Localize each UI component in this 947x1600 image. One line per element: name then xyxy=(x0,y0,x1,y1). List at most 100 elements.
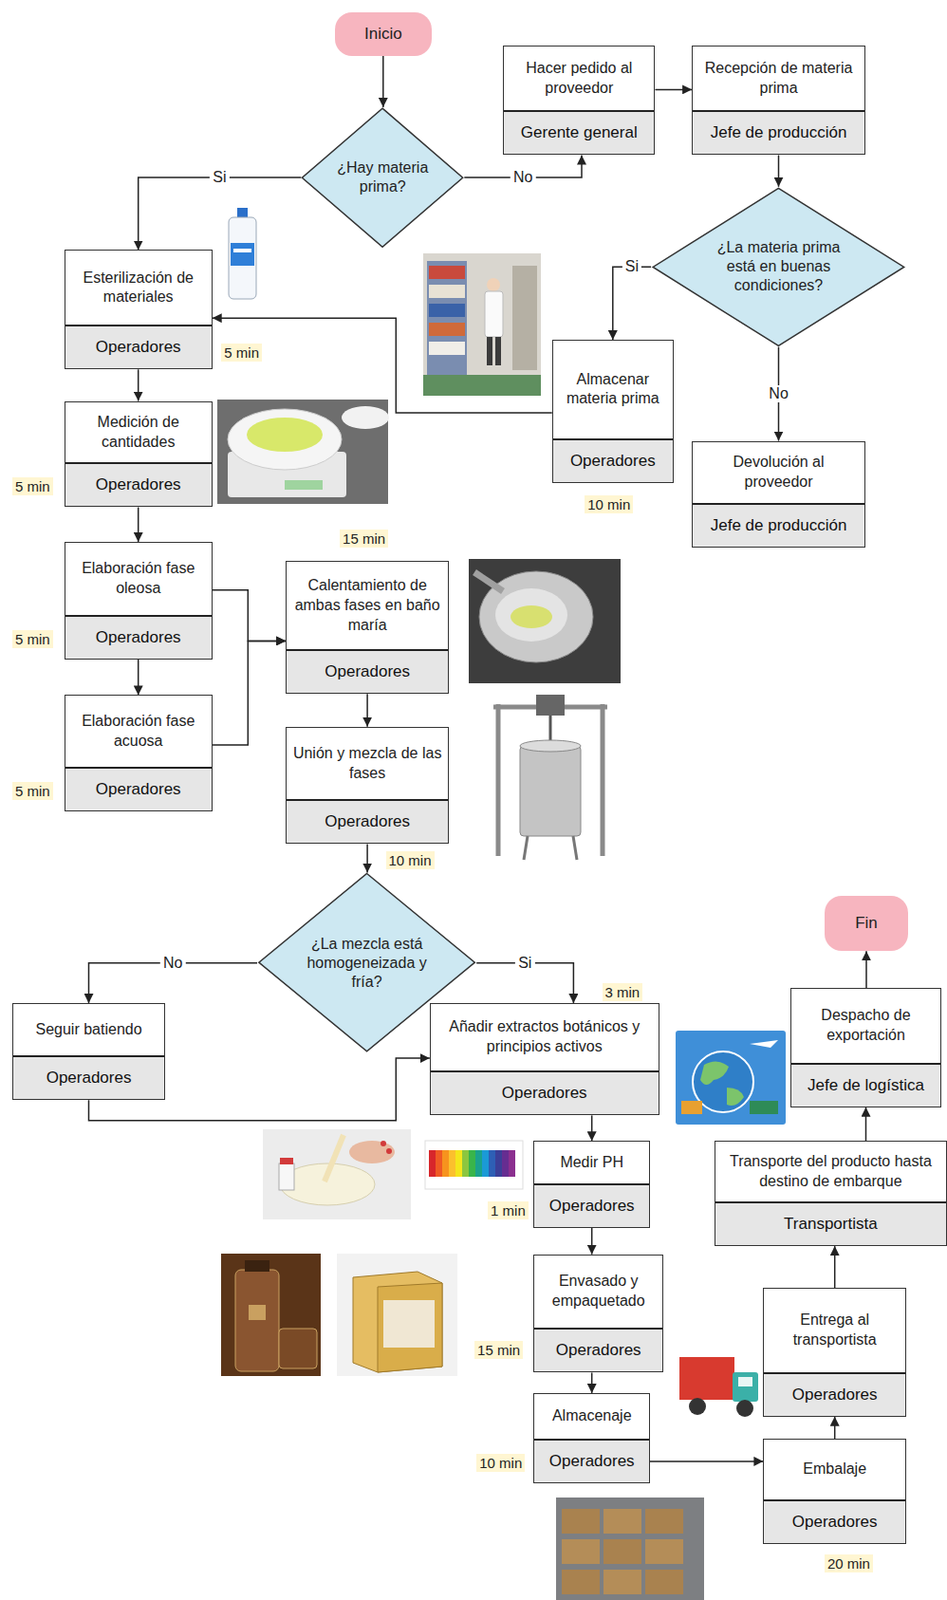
water-bath-photo xyxy=(474,572,503,592)
process-label: Entrega al transportista xyxy=(763,1288,906,1375)
mixer-machine xyxy=(600,704,606,856)
role-label: Gerente general xyxy=(503,111,654,154)
truck-icon xyxy=(679,1356,735,1400)
process-box: Seguir batiendoOperadores xyxy=(12,1002,166,1100)
role-label: Operadores xyxy=(763,1374,906,1416)
mixer-machine xyxy=(493,694,608,860)
sanitizer-bottle xyxy=(228,207,257,299)
storage-photo xyxy=(423,374,541,396)
product-photo xyxy=(221,1253,458,1376)
globe-transport-icon xyxy=(675,1030,786,1125)
mixer-machine xyxy=(519,740,581,752)
time-label: 5 min xyxy=(12,630,54,649)
time-label: 20 min xyxy=(824,1554,873,1573)
ph-scale-chart xyxy=(495,1150,502,1177)
role-label: Jefe de producción xyxy=(692,111,865,154)
process-label: Despacho de exportación xyxy=(791,988,940,1065)
role-label: Operadores xyxy=(65,616,212,659)
process-label: Esterilización de materiales xyxy=(65,250,212,327)
process-box: Elaboración fase oleosaOperadores xyxy=(64,541,213,660)
mixing-photo xyxy=(262,1129,411,1220)
process-label: Seguir batiendo xyxy=(13,1003,165,1058)
storage-photo xyxy=(427,260,467,377)
product-photo xyxy=(278,1328,317,1369)
process-label: Elaboración fase acuosa xyxy=(65,695,212,769)
mixing-photo xyxy=(324,1134,344,1182)
mixing-photo xyxy=(380,1140,387,1147)
process-label: Almacenaje xyxy=(534,1393,650,1441)
time-label: 5 min xyxy=(221,343,262,362)
scale-photo xyxy=(284,480,323,490)
role-label: Operadores xyxy=(763,1501,906,1543)
ph-scale-chart xyxy=(448,1150,456,1177)
role-label: Operadores xyxy=(534,1440,650,1483)
warehouse-photo xyxy=(556,1497,705,1600)
process-box: Transporte del producto hasta destino de… xyxy=(714,1140,947,1246)
connector xyxy=(834,1245,836,1288)
role-label: Operadores xyxy=(534,1185,650,1227)
sanitizer-bottle xyxy=(230,242,255,266)
warehouse-photo xyxy=(556,1497,705,1600)
terminal-box: Fin xyxy=(824,895,909,951)
globe-transport-icon xyxy=(681,1100,703,1115)
process-box: Calentamiento de ambas fases en baño mar… xyxy=(285,560,449,694)
role-label: Operadores xyxy=(534,1329,663,1372)
terminal-box: Inicio xyxy=(334,12,432,56)
time-label: 1 min xyxy=(487,1201,529,1220)
connector xyxy=(612,266,651,340)
warehouse-photo xyxy=(561,1569,600,1595)
product-photo xyxy=(248,1304,266,1320)
time-label: 15 min xyxy=(474,1340,523,1359)
process-label: Envasado y empaquetado xyxy=(534,1255,663,1331)
time-label: 10 min xyxy=(386,851,435,870)
process-label: Medir PH xyxy=(534,1141,650,1185)
storage-photo xyxy=(428,265,465,279)
scale-photo xyxy=(217,399,390,504)
ph-scale-chart xyxy=(442,1150,449,1177)
warehouse-photo xyxy=(645,1569,684,1595)
globe-transport-icon xyxy=(726,1087,744,1106)
ph-scale-chart xyxy=(475,1150,483,1177)
ph-scale-chart xyxy=(482,1150,489,1177)
water-bath-photo xyxy=(510,605,553,629)
warehouse-photo xyxy=(603,1539,642,1564)
connector xyxy=(865,950,868,988)
process-label: Añadir extractos botánicos y principios … xyxy=(430,1003,659,1073)
warehouse-photo xyxy=(645,1539,684,1564)
product-photo xyxy=(235,1269,279,1372)
storage-photo xyxy=(428,322,465,336)
mixer-machine xyxy=(519,745,581,836)
terminal-label: Fin xyxy=(854,913,878,933)
connector xyxy=(138,177,302,250)
process-label: Recepción de materia prima xyxy=(692,46,865,112)
role-label: Transportista xyxy=(715,1203,947,1245)
connector xyxy=(778,155,780,187)
diamond-outline xyxy=(300,107,465,248)
process-label: Calentamiento de ambas fases en baño mar… xyxy=(286,561,448,651)
role-label: Operadores xyxy=(430,1072,659,1115)
process-box: Medición de cantidadesOperadores xyxy=(64,401,213,508)
storage-photo xyxy=(428,303,465,317)
connector xyxy=(591,1373,594,1394)
diamond-shape xyxy=(652,187,905,346)
edge-label: Si xyxy=(622,258,642,276)
role-label: Operadores xyxy=(553,440,673,483)
decision-label: ¿Hay materia prima? xyxy=(336,158,428,197)
time-label: 3 min xyxy=(602,983,644,1002)
warehouse-photo xyxy=(561,1508,600,1534)
process-box: Añadir extractos botánicos y principios … xyxy=(429,1002,660,1115)
truck-icon xyxy=(732,1372,759,1402)
ph-scale-chart xyxy=(462,1150,469,1177)
connector xyxy=(649,1460,763,1463)
process-box: Entrega al transportistaOperadores xyxy=(762,1287,907,1417)
process-box: Hacer pedido al proveedorGerente general xyxy=(502,45,655,155)
storage-photo xyxy=(484,291,503,337)
scale-photo xyxy=(246,417,323,452)
ph-scale-chart xyxy=(455,1150,463,1177)
mixing-photo xyxy=(262,1129,411,1220)
connector xyxy=(834,1416,836,1440)
mixing-photo xyxy=(386,1148,392,1154)
process-box: Devolución al proveedorJefe de producció… xyxy=(691,441,866,549)
ph-scale-chart xyxy=(425,1140,523,1189)
